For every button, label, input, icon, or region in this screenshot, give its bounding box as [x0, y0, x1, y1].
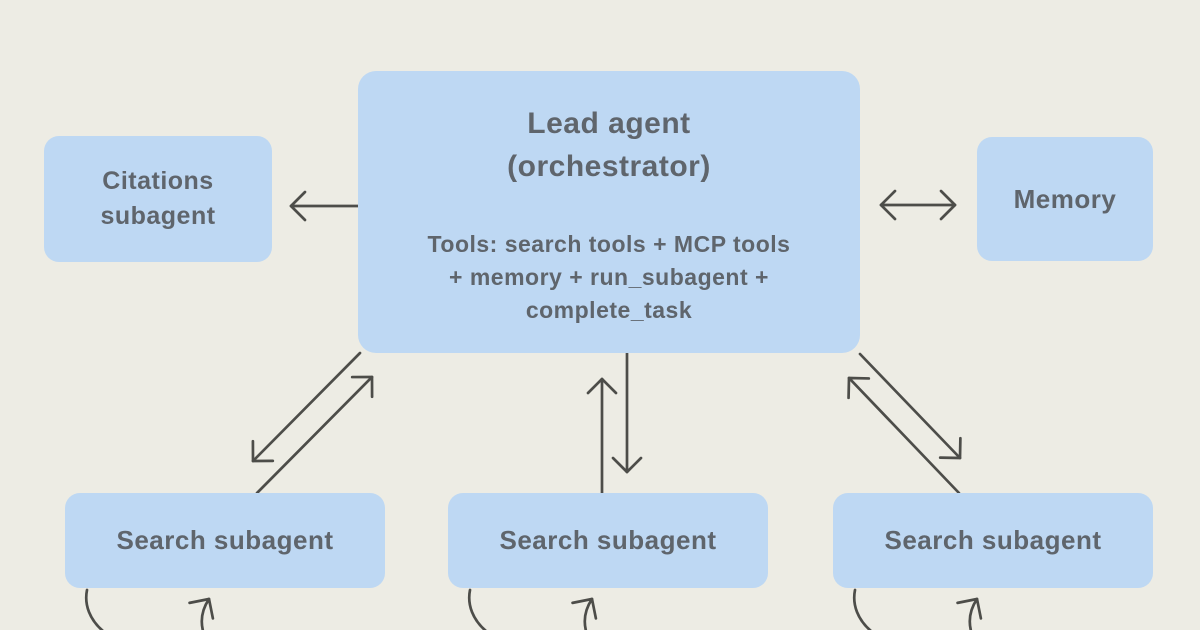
citations-subagent-label: Citations subagent — [100, 166, 216, 231]
node-search-subagent-left: Search subagent — [65, 493, 385, 588]
search-subagent-left-label: Search subagent — [116, 525, 334, 555]
arrow-search-right-to-lead — [847, 376, 961, 495]
node-search-subagent-right: Search subagent — [833, 493, 1153, 588]
loop-search-middle-in — [571, 597, 598, 630]
arrow-lead-to-search-right — [858, 352, 962, 460]
memory-label: Memory — [1013, 183, 1117, 214]
node-memory: Memory — [977, 137, 1153, 261]
node-search-subagent-middle: Search subagent — [448, 493, 768, 588]
search-subagent-middle-label: Search subagent — [499, 525, 717, 555]
loop-search-right-in — [956, 597, 983, 630]
arrow-search-left-to-lead — [255, 375, 374, 495]
loop-search-left-out — [84, 588, 104, 630]
lead-agent-tools-list: Tools: search tools + MCP tools + memory… — [427, 230, 791, 323]
loop-search-left-in — [188, 597, 215, 630]
node-citations-subagent: Citations subagent — [44, 136, 272, 262]
loop-search-right-out — [852, 588, 872, 630]
search-subagent-right-label: Search subagent — [884, 525, 1102, 555]
loop-search-middle-out — [467, 588, 487, 630]
lead-agent-title: Lead agent (orchestrator) — [507, 107, 711, 183]
node-lead-agent: Lead agent (orchestrator) Tools: search … — [358, 71, 860, 353]
arrow-lead-to-search-left — [251, 351, 362, 463]
